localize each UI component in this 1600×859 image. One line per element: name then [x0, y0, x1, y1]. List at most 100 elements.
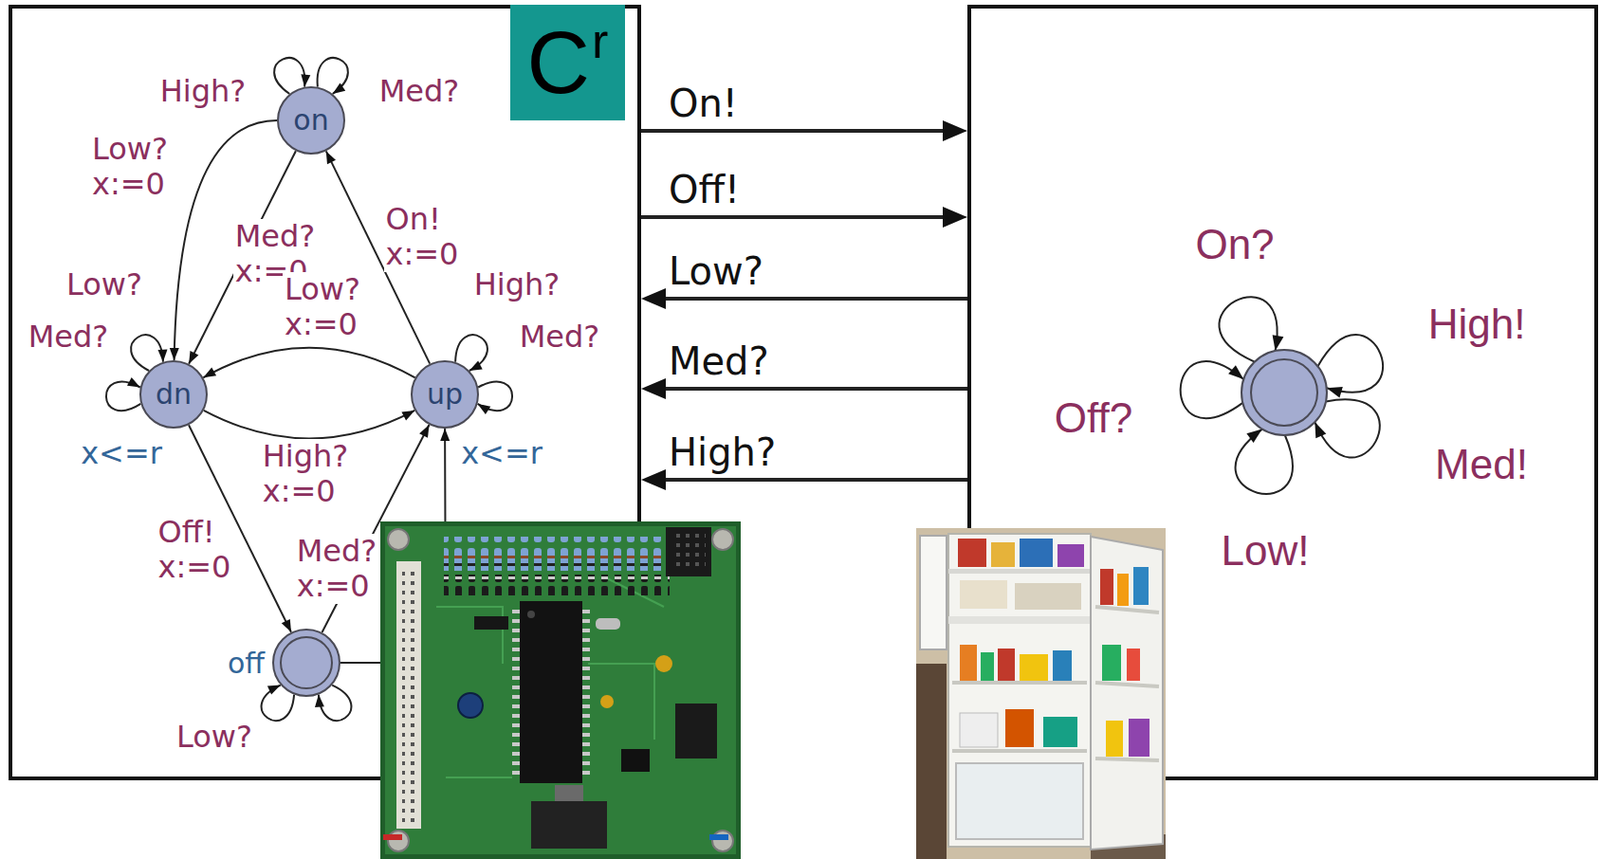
env-label-wrap: Low!	[1221, 528, 1310, 574]
self-loop	[1318, 334, 1384, 393]
fridge-photo-part	[959, 644, 977, 681]
fridge-photo-part	[916, 528, 1166, 859]
arrowhead	[188, 350, 199, 365]
edge-label-wrap: Med?	[377, 73, 462, 110]
arrowhead	[267, 685, 281, 696]
transition-label: On! x:=0	[384, 202, 461, 273]
fridge-photo-part	[1095, 758, 1159, 761]
arrowhead	[281, 619, 292, 633]
fridge-photo-part	[1005, 709, 1034, 748]
edge-label-wrap: Low? x:=0	[282, 272, 363, 343]
env-label-wrap: Med!	[1434, 441, 1528, 488]
arrowhead	[1272, 334, 1285, 351]
env-label-wrap: On?	[1195, 221, 1274, 268]
invariant-label: x<=r	[80, 436, 163, 472]
location-name: dn	[155, 380, 192, 409]
arrowhead	[1314, 422, 1326, 439]
panel-outline	[969, 6, 1597, 779]
arrowhead	[469, 361, 483, 372]
arrowhead	[326, 150, 336, 165]
location-name-wrap: off	[227, 647, 265, 680]
edge-label-wrap: Med? x:=0	[294, 533, 380, 605]
fridge-photo-part	[916, 663, 947, 859]
location-circle: dn	[139, 360, 208, 429]
arrowhead	[478, 404, 492, 415]
fridge-photo	[916, 528, 1166, 859]
edge-label-wrap: Med?	[517, 319, 603, 355]
environment-panel: On? High! Off? Med! Low!	[967, 4, 1599, 781]
channel-action: High!	[1428, 301, 1527, 348]
edge-line	[641, 128, 947, 133]
circuit-board-photo-part	[671, 533, 706, 571]
fridge-photo-part	[1117, 573, 1129, 607]
fridge-photo-part	[1052, 650, 1072, 681]
fridge-photo-part	[1095, 606, 1159, 613]
invariant-label-wrap: x<=r	[80, 436, 163, 472]
environment-automaton	[1180, 296, 1383, 495]
edge-label-wrap: Off!	[668, 167, 740, 212]
self-loop	[1235, 429, 1293, 495]
channel-label: Low?	[668, 249, 764, 294]
initial-ring	[279, 636, 333, 690]
transition-label: Low?	[174, 719, 255, 755]
arrowhead	[1326, 386, 1343, 399]
circuit-board-photo-part	[527, 610, 535, 619]
circuit-board-photo-part	[385, 526, 736, 855]
circuit-board-photo-part	[712, 529, 734, 551]
edge-label-wrap: High? x:=0	[260, 439, 351, 510]
fridge-photo-part	[952, 749, 1087, 754]
fridge-photo-part	[997, 648, 1015, 681]
env-label-wrap: High!	[1428, 301, 1527, 348]
arrowhead	[419, 424, 429, 439]
fridge-photo-part	[948, 616, 1091, 625]
model-name-badge: Cr	[510, 4, 626, 121]
transition-label: High?	[472, 267, 563, 303]
environment-location	[1241, 349, 1327, 436]
arrowhead	[169, 348, 180, 361]
channel-label: High?	[668, 430, 776, 475]
channel-label: Off!	[668, 167, 740, 212]
fridge-photo-part	[959, 580, 1008, 609]
initial-ring	[1250, 359, 1318, 426]
arrowhead	[1246, 429, 1262, 443]
edge-label-wrap: On!	[668, 81, 738, 126]
edge-line	[203, 410, 415, 440]
location-name: up	[426, 380, 463, 409]
edge-line	[641, 215, 947, 220]
fridge-photo-part	[957, 538, 987, 568]
transition-label: Low? x:=0	[90, 131, 170, 203]
circuit-board-photo-part	[383, 834, 403, 841]
circuit-board-photo-part	[600, 695, 614, 709]
channel-action: Off?	[1054, 395, 1133, 442]
arrowhead	[332, 83, 347, 95]
location-name: on	[293, 106, 329, 135]
edge-label-wrap: High?	[668, 430, 776, 475]
circuit-board-photo-part	[665, 527, 712, 577]
edge-label-wrap: Low? x:=0	[90, 131, 170, 203]
transition-edge	[202, 348, 415, 379]
fridge-photo-part	[1100, 569, 1114, 606]
fridge-photo-part	[919, 535, 947, 650]
circuit-board-photo-part	[595, 618, 621, 630]
fridge-photo-part	[1019, 654, 1049, 681]
circuit-board-photo-part	[712, 830, 734, 852]
circuit-board-photo-part	[387, 529, 409, 551]
edge-label-wrap: High?	[158, 73, 249, 110]
edge-label-wrap: High?	[472, 267, 563, 303]
fridge-photo-part	[1105, 720, 1123, 757]
circuit-board-photo-part	[402, 567, 416, 824]
fridge-photo-part	[948, 569, 1091, 574]
channel-label: Med?	[668, 339, 770, 384]
fridge-photo-part	[952, 680, 1087, 685]
fridge-photo-part	[1043, 717, 1078, 748]
circuit-board-photo-part	[474, 616, 509, 630]
controller-panel: Cr on dn up off	[8, 4, 642, 781]
edge-label-wrap: Med?	[26, 319, 111, 355]
transition-label: Low? x:=0	[282, 272, 363, 343]
arrowhead	[300, 73, 311, 88]
fridge-photo-part	[948, 533, 1091, 847]
edge-label-wrap: Low?	[64, 267, 145, 303]
arrowhead	[202, 367, 217, 379]
edge-label-wrap: On! x:=0	[384, 202, 461, 273]
